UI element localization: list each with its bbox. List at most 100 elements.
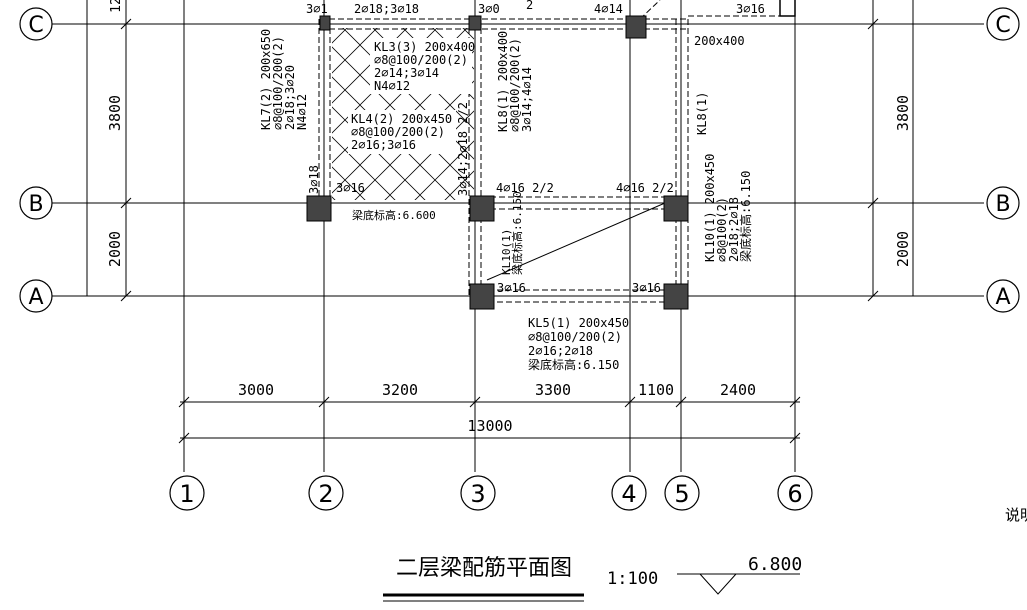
row-label-b-right: B [995, 192, 1010, 217]
col-bubble-1 [169, 475, 205, 511]
col-label-2: 2 [318, 480, 333, 508]
col-label-4: 4 [621, 480, 636, 508]
kl5-line-2: ⌀8@100/200(2) [528, 330, 622, 344]
kl8-line-3: 3⌀14;4⌀14 [520, 67, 534, 132]
b-elevation-label: 梁底标高:6.600 [352, 208, 436, 222]
scale-label: 1:100 [607, 569, 658, 589]
dim-right-top: 3800 [894, 95, 912, 131]
row-label-a-left: A [28, 285, 43, 310]
dim-bay-5-6: 2400 [720, 381, 756, 399]
row-bubble-c-right [986, 7, 1020, 41]
kl10-right-line-3: 2⌀18;2⌀18 [727, 197, 741, 262]
drawing-title: 二层梁配筋平面图 [396, 556, 572, 581]
kl4-line-3: 2⌀16;3⌀16 [351, 138, 416, 152]
row-label-c-right: C [995, 13, 1010, 38]
column-3a [469, 283, 495, 310]
kl3-line-1: KL3(3) 200x400 [374, 40, 475, 54]
kl7-line-2: ⌀8@100/200(2) [271, 36, 285, 130]
column-4c [625, 15, 647, 39]
b-left-2-label: 3⌀16 [336, 181, 365, 195]
column-3c [468, 15, 482, 31]
kl3-label-block: KL3(3) 200x400 ⌀8@100/200(2) 2⌀14;3⌀14 N… [370, 38, 475, 94]
dim-bay-4-5: 1100 [638, 381, 674, 399]
kl5-line-3: 2⌀16;2⌀18 [528, 344, 593, 358]
beam-label-top-5-6: 3⌀16 [736, 2, 765, 16]
col-bubble-5 [664, 475, 700, 511]
kl10-right-line-2: ⌀8@100(2) [715, 197, 729, 262]
row-bubbles: C B A C B A [19, 7, 1020, 313]
kl10-right-line-4: 梁底标高:6.150 [738, 171, 753, 262]
kl10-right-line-1: KL10(1) 200x450 [703, 154, 717, 262]
kl3-line-4: N4⌀12 [374, 79, 410, 93]
kl7-label-block: KL7(2) 200x650 ⌀8@100/200(2) 2⌀18;3⌀20 N… [259, 29, 309, 130]
col-bubble-3 [460, 475, 496, 511]
dim-right-bottom: 2000 [894, 231, 912, 267]
col-label-5: 5 [674, 480, 689, 508]
col-bubble-2 [308, 475, 344, 511]
vertical-dimensions [86, 0, 914, 302]
horizontal-axis-lines [52, 23, 984, 297]
dim-left-edge-partial: 12 [109, 0, 124, 13]
column-3b [469, 195, 495, 222]
col-label-6: 6 [787, 480, 802, 508]
kl3-line-2: ⌀8@100/200(2) [374, 53, 468, 67]
vertical-axis-lines [183, 0, 796, 472]
kl4-line-1: KL4(2) 200x450 [351, 112, 452, 126]
kl8-line-1: KL8(1) 200x400 [496, 31, 510, 132]
a-right-label: 3⌀16 [632, 281, 661, 295]
kl4-label-block: KL4(2) 200x450 ⌀8@100/200(2) 2⌀16;3⌀16 [348, 110, 456, 154]
kl8-line-2: ⌀8@100/200(2) [508, 38, 522, 132]
kl5-line-1: KL5(1) 200x450 [528, 316, 629, 330]
row-label-b-left: B [28, 192, 43, 217]
corner-wall [779, 0, 796, 17]
kl5-label-block: KL5(1) 200x450 ⌀8@100/200(2) 2⌀16;2⌀18 梁… [528, 316, 629, 372]
row-label-c-left: C [28, 13, 43, 38]
row-bubble-a-right [986, 279, 1020, 313]
col-label-1: 1 [179, 480, 194, 508]
elevation-marker: 6.800 [677, 554, 802, 595]
col-label-3: 3 [470, 480, 485, 508]
a-left-label: 3⌀16 [497, 281, 526, 295]
col-bubble-4 [611, 475, 647, 511]
col-bubble-6 [777, 475, 813, 511]
col3-vertical-label: 3⌀14;2⌀18 2/2 [456, 102, 470, 196]
row-bubble-a-left [19, 279, 53, 313]
columns [306, 15, 689, 310]
kl10-right-label-block: KL10(1) 200x450 ⌀8@100(2) 2⌀18;2⌀18 梁底标高… [703, 154, 753, 262]
dim-bay-1-2: 3000 [238, 381, 274, 399]
kl8-right-label: KL8(1) [695, 92, 709, 135]
kl8-label-block: KL8(1) 200x400 ⌀8@100/200(2) 3⌀14;4⌀14 [496, 31, 534, 132]
dim-bay-2-3: 3200 [382, 381, 418, 399]
b-mid-label: 4⌀16 2/2 [496, 181, 554, 195]
beam-label-top-mid: 3⌀0 [478, 2, 500, 16]
row-bubble-c-left [19, 7, 53, 41]
beam-label-top-2-3: 2⌀18;3⌀18 [354, 2, 419, 16]
kl4-line-2: ⌀8@100/200(2) [351, 125, 445, 139]
dim-total: 13000 [467, 417, 512, 435]
elevation-value: 6.800 [748, 554, 802, 575]
b-right-label: 4⌀16 2/2 [616, 181, 674, 195]
kl5-line-4: 梁底标高:6.150 [528, 357, 619, 372]
dim-left-top: 3800 [106, 95, 124, 131]
row-bubble-b-left [19, 186, 53, 220]
kl7-line-1: KL7(2) 200x650 [259, 29, 273, 130]
kl7-line-3: 2⌀18;3⌀20 [283, 65, 297, 130]
column-2c [319, 15, 331, 31]
kl3-line-3: 2⌀14;3⌀14 [374, 66, 439, 80]
beam-label-top-mid-b: 2 [526, 0, 533, 12]
kl10-left-line-2: 梁底标高:6.150 [510, 191, 524, 275]
beam-label-top-4: 4⌀14 [594, 2, 623, 16]
column-bubbles: 1 2 3 4 5 6 [169, 475, 813, 511]
row-label-a-right: A [995, 285, 1010, 310]
kl10-left-line-1: KL10(1) [500, 229, 513, 275]
b-left-3-label: 3⌀18 [307, 165, 321, 194]
dim-bay-3-4: 3300 [535, 381, 571, 399]
kl7-line-4: N4⌀12 [295, 94, 309, 130]
column-5a [663, 283, 689, 310]
column-2b [306, 195, 332, 222]
bay-dimension-line [178, 396, 801, 444]
dim-left-bottom: 2000 [106, 231, 124, 267]
diagonal-beam [486, 202, 666, 281]
column-5b [663, 195, 689, 222]
